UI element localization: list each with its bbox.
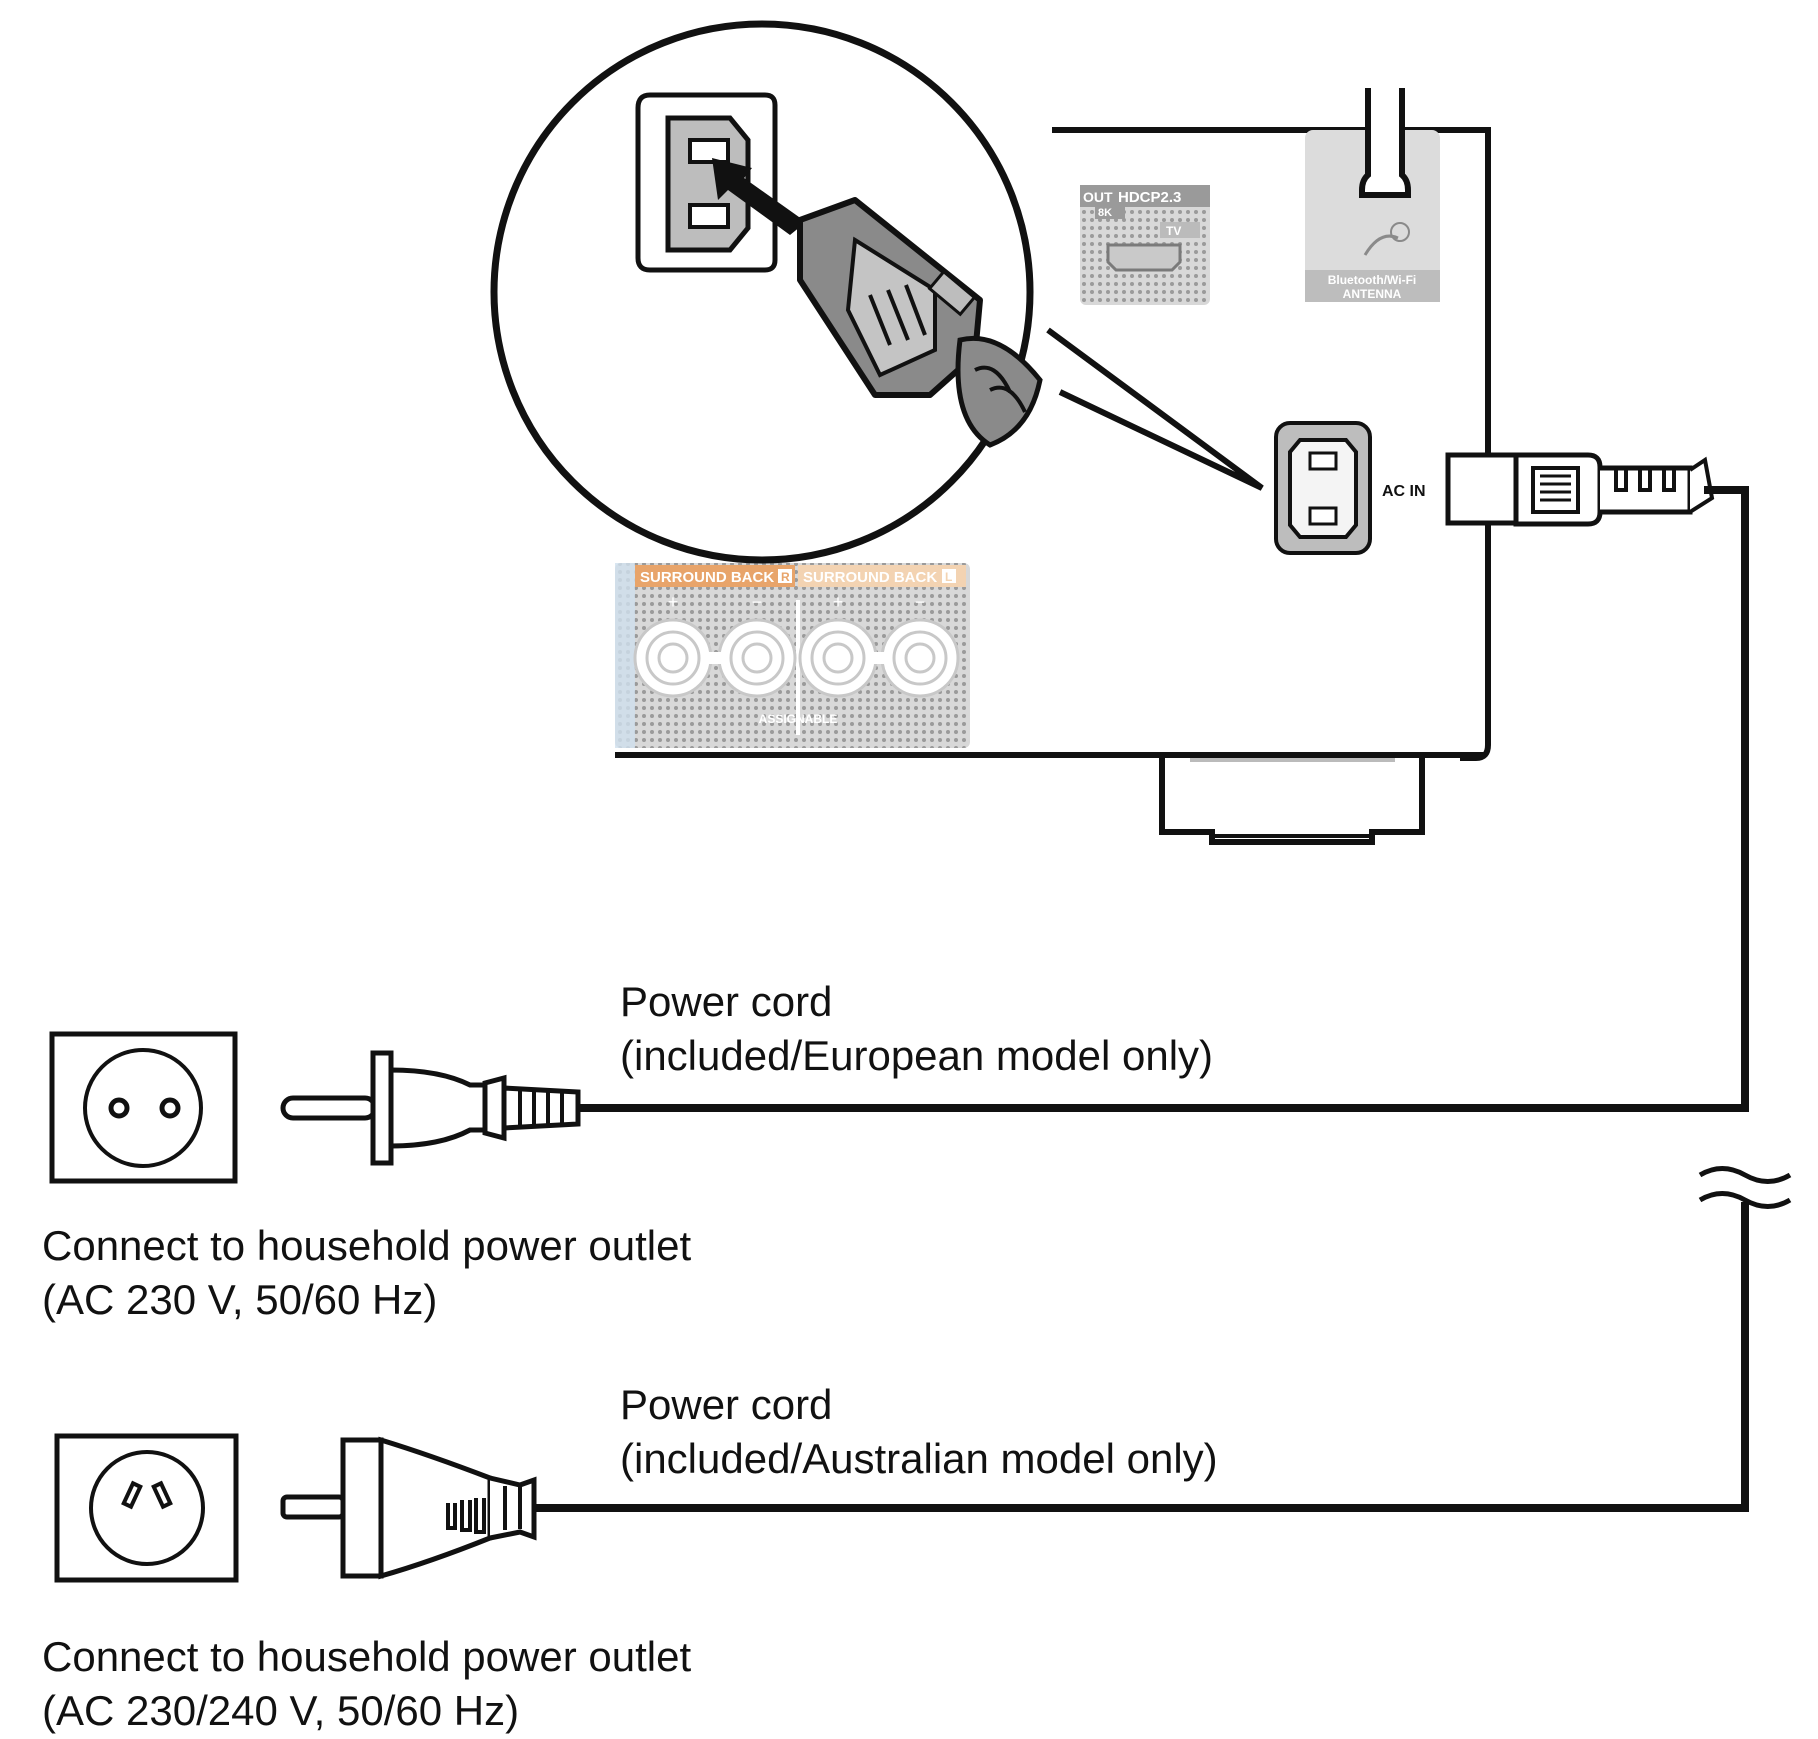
australian-outlet [54, 1433, 239, 1583]
assignable-label: ASSIGNABLE [759, 712, 838, 726]
surround-back-terminals: SURROUND BACK R SURROUND BACK L + − + − … [615, 563, 970, 748]
terminal-plus-1: + [668, 592, 679, 612]
european-plug [280, 1050, 581, 1166]
european-cord-title: Power cord [620, 978, 833, 1025]
terminal-plus-2: + [833, 592, 844, 612]
ac-in-label: AC IN [1382, 483, 1426, 500]
zoomed-ac-inlet [635, 92, 778, 273]
ac-in-inlet: AC IN [1274, 421, 1426, 555]
european-outlet-caption: Connect to household power outlet (AC 23… [42, 1219, 691, 1327]
hdmi-out-port: OUT HDCP2.3 8K TV [1080, 185, 1210, 305]
surround-back-r-badge: R [781, 570, 790, 584]
insert-arrow-icon [712, 158, 806, 235]
cord-break-icon [1698, 1166, 1792, 1209]
european-outlet-line1: Connect to household power outlet [42, 1222, 692, 1269]
australian-cord-title: Power cord [620, 1381, 833, 1428]
hdmi-hdcp-label: HDCP2.3 [1118, 189, 1181, 206]
australian-outlet-line2: (AC 230/240 V, 50/60 Hz) [42, 1687, 520, 1734]
power-cord-lines [534, 486, 1749, 1512]
antenna-label-1: Bluetooth/Wi-Fi [1328, 273, 1417, 287]
antenna-label-2: ANTENNA [1343, 287, 1402, 301]
european-outlet [49, 1031, 238, 1184]
terminal-minus-2: − [915, 592, 926, 612]
terminal-minus-1: − [752, 592, 763, 612]
australian-plug [280, 1436, 537, 1580]
bluetooth-wifi-antenna: Bluetooth/Wi-Fi ANTENNA [1305, 88, 1440, 302]
european-outlet-line2: (AC 230 V, 50/60 Hz) [42, 1276, 438, 1323]
australian-outlet-caption: Connect to household power outlet (AC 23… [42, 1630, 691, 1738]
surround-back-l-badge: L [945, 570, 952, 584]
australian-cord-note: (included/Australian model only) [620, 1435, 1218, 1482]
hdmi-out-label: OUT [1083, 189, 1113, 205]
hdmi-tv-label: TV [1166, 224, 1181, 238]
surround-back-r-label: SURROUND BACK [640, 569, 774, 586]
australian-cord-caption: Power cord (included/Australian model on… [620, 1378, 1218, 1486]
european-cord-note: (included/European model only) [620, 1032, 1214, 1079]
iec-plug-connected [1445, 452, 1715, 527]
receiver-rear-panel: OUT HDCP2.3 8K TV Bluetooth/Wi-Fi ANTENN… [615, 88, 1491, 845]
zoom-callout [490, 20, 1264, 564]
zoomed-iec-plug [797, 197, 1043, 448]
european-cord-caption: Power cord (included/European model only… [620, 975, 1213, 1083]
australian-outlet-line1: Connect to household power outlet [42, 1633, 692, 1680]
hdmi-8k-label: 8K [1098, 207, 1112, 219]
surround-back-l-label: SURROUND BACK [803, 569, 937, 586]
